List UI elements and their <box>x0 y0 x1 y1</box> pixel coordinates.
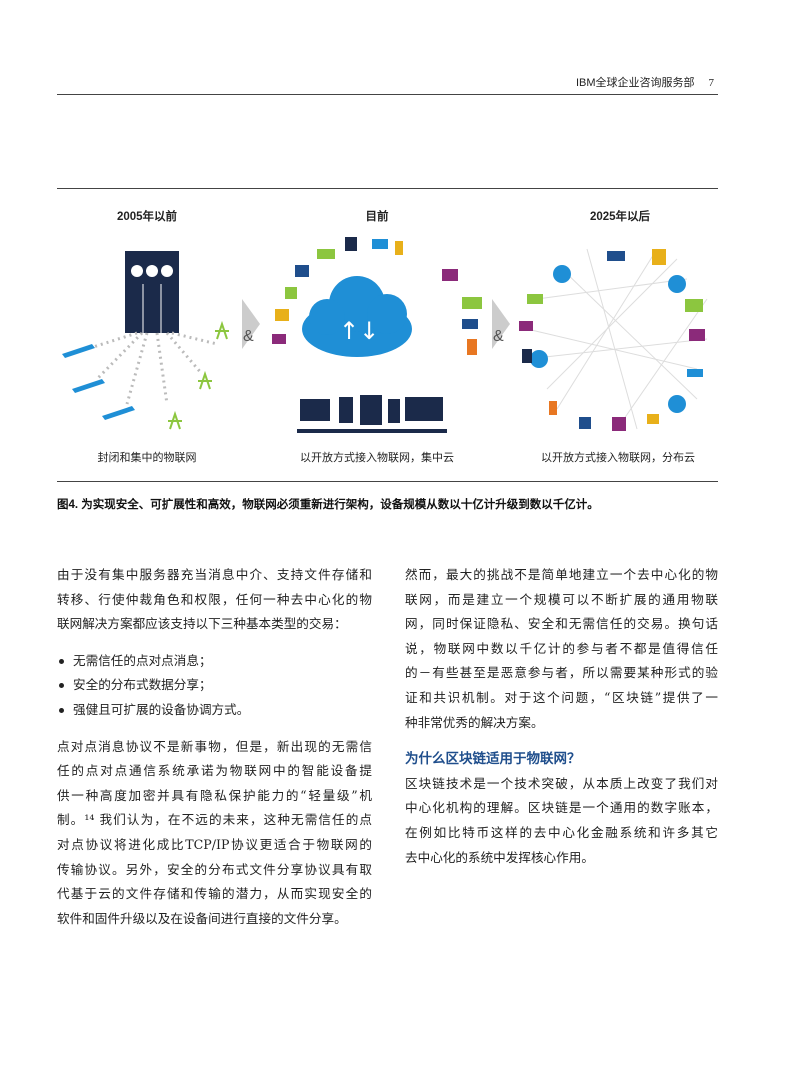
figure-caption: 图4. 为实现安全、可扩展性和高效，物联网必须重新进行架构，设备规模从数以十亿计… <box>57 499 599 511</box>
bullet-item: 强健且可扩展的设备协调方式。 <box>57 698 372 723</box>
paragraph-line: 制。¹⁴ 我们认为，在不远的未来，这种无需信任的点 <box>57 812 372 828</box>
power-tower-icons <box>168 320 229 430</box>
bullet-item: 无需信任的点对点消息； <box>57 649 372 674</box>
paragraph-line: 种非常优秀的解决方案。 <box>405 714 544 730</box>
page-number: 7 <box>708 77 715 89</box>
cloud-icon: ↑↓ <box>302 276 412 357</box>
connection-lines-past <box>86 331 218 405</box>
arrow-separator <box>492 299 510 349</box>
paragraph-line: 任的点对点通信系统承诺为物联网中的智能设备提 <box>57 763 372 779</box>
iot-evolution-diagram: & & ↑↓ <box>62 237 708 433</box>
svg-text:↑↓: ↑↓ <box>339 317 379 345</box>
bullet-item: 安全的分布式数据分享； <box>57 673 372 698</box>
header-title: IBM全球企业咨询服务部 <box>575 77 695 89</box>
paragraph-line: 转移、行使仲裁角色和权限，任何一种去中心化的物 <box>57 591 372 607</box>
paragraph-line: 区块链技术是一个技术突破，从本质上改变了我们对 <box>405 775 718 791</box>
figure-heading-future: 2025年以后 <box>589 211 651 223</box>
figure-heading-present: 目前 <box>365 211 389 223</box>
paragraph-line: 对点协议将进化成比TCP/IP协议更适合于物联网的 <box>57 836 372 852</box>
figure-caption-future: 以开放方式接入物联网，分布云 <box>541 452 695 464</box>
paragraph-line: 在例如比特币这样的去中心化金融系统和许多其它 <box>405 824 718 840</box>
paragraph-line: 代基于云的文件存储和传输的潜力，从而实现安全的 <box>57 886 372 902</box>
connector-symbol: & <box>243 328 254 345</box>
paragraph-line: 点对点消息协议不是新事物，但是，新出现的无需信 <box>57 738 372 754</box>
paragraph-line: 然而，最大的挑战不是简单地建立一个去中心化的物 <box>405 567 718 582</box>
airplane-icons <box>62 344 135 420</box>
figure-caption-past: 封闭和集中的物联网 <box>97 452 197 464</box>
page-header: IBM全球企业咨询服务部 7 <box>576 74 714 90</box>
connector-symbol: & <box>493 328 504 345</box>
arrow-separator <box>242 299 260 349</box>
figure-caption-present: 以开放方式接入物联网，集中云 <box>300 452 454 464</box>
header-rule <box>57 94 718 95</box>
device-icons <box>297 395 447 433</box>
figure-heading-past: 2005年以前 <box>116 211 178 223</box>
paragraph-line: 由于没有集中服务器充当消息中介、支持文件存储和 <box>57 567 372 582</box>
paragraph-line: 联网解决方案都应该支持以下三种基本类型的交易： <box>57 616 347 632</box>
iot-device-icons <box>272 237 705 431</box>
server-icon <box>125 251 179 333</box>
figure-top-rule <box>57 188 718 189</box>
paragraph-line: 去中心化的系统中发挥核心作用。 <box>405 849 594 865</box>
section-heading: 为什么区块链适用于物联网？ <box>405 751 581 768</box>
paragraph-line: 联网，而是建立一个规模可以不断扩展的通用物联 <box>405 591 718 607</box>
paragraph-line: 说，物联网中数以千亿计的参与者不都是值得信任 <box>405 640 718 656</box>
right-column: 然而，最大的挑战不是简单地建立一个去中心化的物 联网，而是建立一个规模可以不断扩… <box>405 563 718 870</box>
paragraph-line: 的－有些甚至是恶意参与者，所以需要某种形式的验 <box>405 665 718 681</box>
paragraph-line: 中心化机构的理解。区块链是一个通用的数字账本， <box>405 800 718 816</box>
paragraph-line: 证和共识机制。对于这个问题，“区块链”提供了一 <box>405 689 718 705</box>
paragraph-line: 传输协议。另外，安全的分布式文件分享协议具有取 <box>57 861 372 877</box>
paragraph-line: 软件和固件升级以及在设备间进行直接的文件分享。 <box>57 910 347 926</box>
paragraph-line: 供一种高度加密并具有隐私保护能力的“轻量级”机 <box>57 787 372 803</box>
figure-bottom-rule <box>57 481 718 482</box>
paragraph-line: 网，同时保证隐私、安全和无需信任的交易。换句话 <box>405 616 718 632</box>
left-column: 由于没有集中服务器充当消息中介、支持文件存储和 转移、行使仲裁角色和权限，任何一… <box>57 563 372 931</box>
mesh-network <box>526 248 708 430</box>
